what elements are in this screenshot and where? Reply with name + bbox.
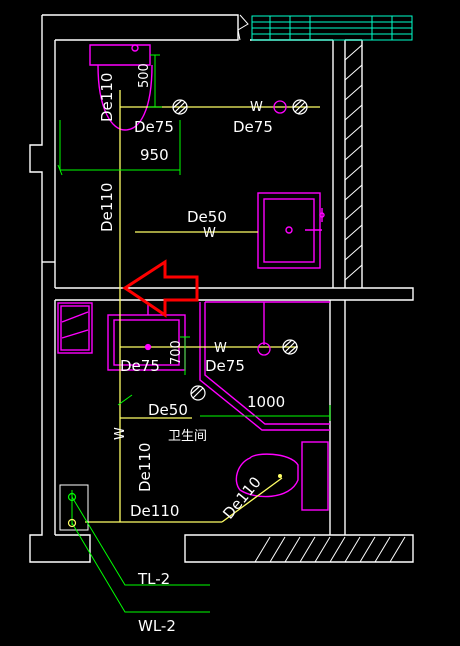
label-dim-700: 700 xyxy=(169,340,184,365)
hatched-wall-bottom xyxy=(254,536,406,563)
label-de110-top: De110 xyxy=(98,73,116,122)
fixtures xyxy=(57,44,330,511)
walls xyxy=(29,14,414,563)
room-name: 卫生间 xyxy=(168,429,207,444)
label-w-low: W xyxy=(214,341,227,356)
floor-drains xyxy=(144,100,287,356)
label-de110-diag: De110 xyxy=(219,473,265,522)
label-dim-500: 500 xyxy=(137,63,152,88)
sleeve-corner xyxy=(190,385,206,401)
label-de75-b: De75 xyxy=(233,118,273,136)
hatched-wall-right xyxy=(344,44,363,281)
label-dim-1000: 1000 xyxy=(247,393,285,411)
label-w-top-a: W xyxy=(250,100,263,115)
label-dim-950: 950 xyxy=(140,146,169,164)
annotations: De110 500 De75 De75 950 De110 De50 W W D… xyxy=(98,63,285,635)
label-de75-c: De75 xyxy=(120,357,160,375)
riser-symbols xyxy=(67,474,282,528)
label-riser-tl: TL-2 xyxy=(137,570,170,588)
label-de75-d: De75 xyxy=(205,357,245,375)
arrow-icon xyxy=(122,259,199,318)
balcony-railing xyxy=(237,14,413,41)
drain-pipes xyxy=(85,90,320,523)
label-riser-wl: WL-2 xyxy=(138,617,176,635)
label-de75-a: De75 xyxy=(134,118,174,136)
label-de50-top: De50 xyxy=(187,208,227,226)
sleeve-upper-a xyxy=(172,99,188,115)
label-w-vert: W xyxy=(113,427,128,440)
label-de110-mid: De110 xyxy=(98,183,116,232)
label-w-mid: W xyxy=(203,226,216,241)
label-de50-low: De50 xyxy=(148,401,188,419)
pipe-sleeves xyxy=(172,99,308,401)
sleeve-upper-b xyxy=(292,99,308,115)
label-de110-low: De110 xyxy=(136,443,154,492)
dimension-lines xyxy=(57,54,331,613)
label-de110-bottom: De110 xyxy=(130,502,179,520)
sleeve-lower xyxy=(282,339,298,355)
